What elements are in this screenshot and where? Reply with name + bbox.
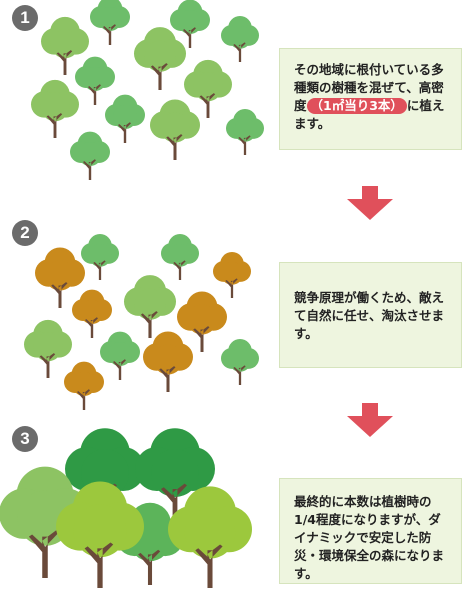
tree-step2-0 [81, 234, 120, 280]
tree-step2-3 [213, 252, 251, 298]
tree-step1-10 [226, 109, 264, 155]
tree-step1-4 [134, 27, 186, 90]
down-arrow-2 [347, 403, 393, 437]
tree-step3-1 [135, 428, 215, 525]
tree-step2-8 [100, 331, 140, 380]
step-2-badge: 2 [12, 220, 38, 246]
tree-step3-5 [168, 486, 252, 588]
tree-step1-8 [105, 94, 145, 143]
tree-step1-5 [75, 56, 115, 105]
step-3-text-body: 最終的に本数は植樹時の1/4程度になりますが、ダイナミックで安定した防災・環境保… [294, 494, 445, 581]
tree-step1-0 [90, 0, 130, 45]
tree-step3-0 [65, 428, 145, 525]
tree-step2-1 [161, 234, 199, 280]
tree-step1-7 [31, 79, 79, 138]
tree-step1-6 [184, 59, 232, 118]
tree-step1-3 [41, 16, 89, 75]
step-1-text-main: その地域に根付いている多種類の樹種を混ぜて、高密度 [294, 62, 444, 113]
tree-step1-11 [70, 131, 110, 180]
density-highlight: （1㎡当り3本） [306, 98, 407, 114]
tree-step2-10 [221, 339, 259, 385]
step-1-text: その地域に根付いている多種類の樹種を混ぜて、高密度（1㎡当り3本）に植えます。 [279, 48, 462, 150]
tree-step2-11 [64, 361, 104, 410]
step-2-text-body: 競争原理が働くため、敵えて自然に任せ、淘汰させます。 [294, 290, 445, 341]
tree-step2-9 [143, 331, 193, 392]
tree-step1-9 [150, 99, 200, 160]
step-1-text-end: に植えます。 [294, 98, 445, 131]
tree-step1-2 [221, 16, 259, 62]
tree-step2-6 [177, 291, 227, 352]
tree-step3-4 [55, 481, 144, 588]
tree-step2-7 [24, 319, 72, 378]
step-2-text: 競争原理が働くため、敵えて自然に任せ、淘汰させます。 [279, 262, 462, 368]
step-3-badge: 3 [12, 426, 38, 452]
tree-step2-4 [124, 275, 176, 338]
down-arrow-1 [347, 186, 393, 220]
step-1-badge: 1 [12, 5, 38, 31]
step-3-text: 最終的に本数は植樹時の1/4程度になりますが、ダイナミックで安定した防災・環境保… [279, 478, 462, 584]
tree-step2-5 [72, 289, 112, 338]
tree-step2-2 [35, 247, 85, 308]
tree-step1-1 [170, 0, 210, 48]
